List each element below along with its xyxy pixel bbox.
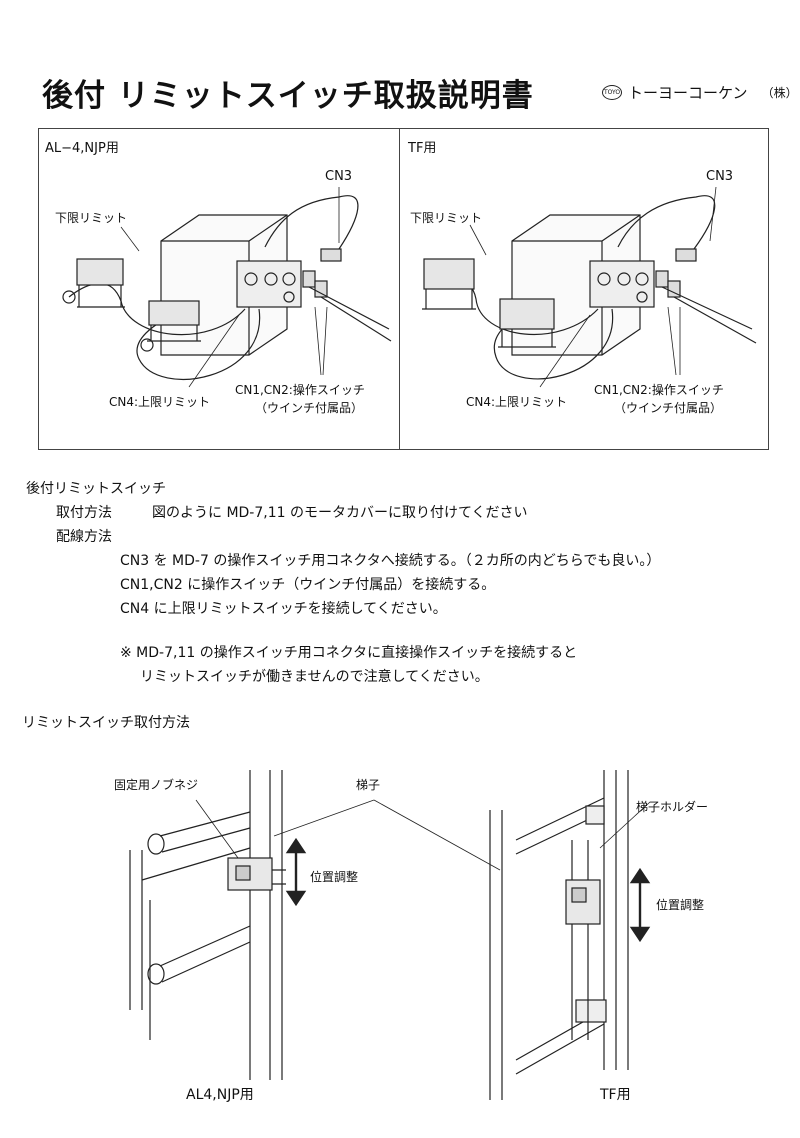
cn4-label-right: CN4:上限リミット: [466, 395, 568, 409]
lower-limit-label-right: 下限リミット: [410, 211, 483, 225]
ladder-right: [489, 770, 629, 1100]
ladder-label: 梯子: [356, 778, 381, 792]
cn12-note-left: （ウインチ付属品）: [255, 401, 364, 415]
wiring-diagram-left: [62, 187, 392, 388]
diagram-panel-al4-njp: AL−4,NJP用 CN3 下限リミット CN1,CN2:操作スイッチ （ウイン…: [38, 128, 400, 450]
plug-cn2: [314, 280, 328, 298]
cable-out-1: [308, 286, 390, 330]
wiring-diagram-right: [422, 186, 757, 388]
lower-limit-label-left: 下限リミット: [55, 211, 128, 225]
wiring-method-label: 配線方法: [56, 529, 112, 545]
company-name: トーヨーコーケン: [628, 84, 748, 102]
cn3-label-right: CN3: [706, 169, 734, 184]
limit-switch-right: [565, 879, 601, 925]
note-line-2: リミットスイッチが働きませんので注意してください。: [140, 669, 489, 685]
plug-cn1: [302, 270, 316, 288]
panel-label-left: AL−4,NJP用: [45, 141, 119, 156]
cable-out-2: [673, 296, 757, 344]
adjust-label-right: 位置調整: [656, 898, 705, 912]
lower-limit-switch: [76, 258, 124, 286]
upper-limit-switch: [499, 298, 555, 330]
ladder-left: [129, 770, 283, 1080]
caption-right: TF用: [600, 1087, 631, 1103]
panel-label-right: TF用: [408, 141, 437, 156]
cable-out-2: [320, 296, 392, 342]
cn12-label-right: CN1,CN2:操作スイッチ: [594, 383, 724, 397]
plug-cn3: [675, 248, 697, 262]
cable-lower: [68, 282, 246, 336]
mounting-heading: リミットスイッチ取付方法: [22, 715, 190, 731]
wiring-line-1: CN3 を MD-7 の操作スイッチ用コネクタへ接続する。（２カ所の内どちらでも…: [120, 553, 661, 569]
page-title: 後付 リミットスイッチ取扱説明書: [42, 78, 534, 114]
adjust-arrow-left: [285, 837, 307, 907]
plug-cn3: [320, 248, 342, 262]
upper-limit-switch: [148, 300, 200, 326]
instructions-heading: 後付リミットスイッチ: [26, 481, 166, 497]
adjust-label-left: 位置調整: [310, 870, 359, 884]
diagram-panel-tf: TF用 CN3 下限リミット CN1,CN2:操作スイッチ （ウインチ付属品） …: [399, 128, 769, 450]
company-logo: TOYO: [602, 85, 622, 100]
wiring-line-3: CN4 に上限リミットスイッチを接続してください。: [120, 601, 447, 617]
cable-out-1: [661, 286, 753, 330]
company-suffix: （株）: [761, 86, 798, 100]
adjust-arrow-right: [629, 867, 651, 943]
mounting-illustration: [129, 770, 651, 1100]
mount-method-label: 取付方法: [56, 505, 112, 521]
caption-left: AL4,NJP用: [186, 1087, 254, 1103]
lower-limit-switch: [423, 258, 475, 290]
plug-cn1: [655, 270, 669, 288]
cn12-note-right: （ウインチ付属品）: [614, 401, 723, 415]
limit-switch-left: [227, 857, 286, 891]
cable-cn3: [617, 195, 716, 250]
screw-label: 固定用ノブネジ: [114, 778, 199, 792]
note-line-1: ※ MD-7,11 の操作スイッチ用コネクタに直接操作スイッチを接続すると: [120, 645, 578, 661]
wiring-line-2: CN1,CN2 に操作スイッチ（ウインチ付属品）を接続する。: [120, 577, 496, 593]
cn3-label-left: CN3: [325, 169, 353, 184]
company-block: TOYO トーヨーコーケン （株）: [602, 82, 798, 103]
holder-label: 梯子ホルダー: [636, 800, 709, 814]
cn12-label-left: CN1,CN2:操作スイッチ: [235, 383, 365, 397]
cn4-label-left: CN4:上限リミット: [109, 395, 211, 409]
mount-method-text: 図のように MD-7,11 のモータカバーに取り付けてください: [152, 505, 528, 521]
